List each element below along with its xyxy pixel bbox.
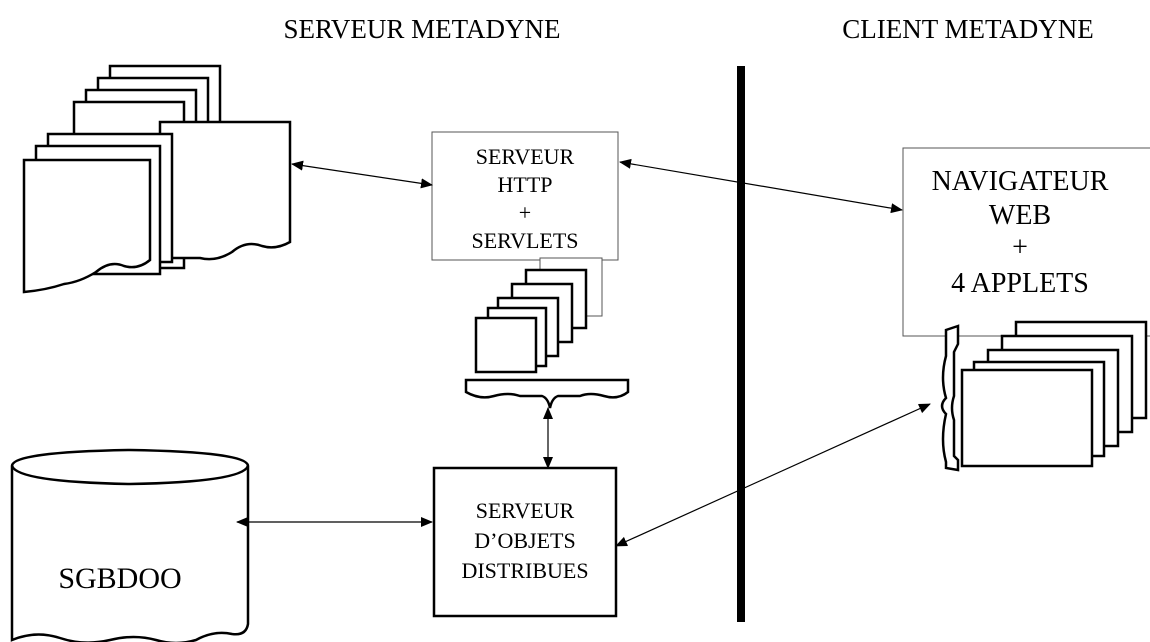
browser-line3: +	[1012, 232, 1028, 263]
object-server-box: SERVEUR D’OBJETS DISTRIBUES	[432, 466, 618, 618]
server-section-title: SERVEUR METADYNE	[284, 14, 561, 44]
http-server-line4: SERVLETS	[471, 228, 578, 253]
docs-http-arrow	[291, 160, 433, 189]
browser-line1: NAVIGATEUR	[932, 166, 1109, 197]
object-server-line3: DISTRIBUES	[461, 558, 588, 583]
applet-bracket-icon	[940, 324, 960, 472]
object-server-line2: D’OBJETS	[474, 528, 575, 553]
document-stack-icon	[22, 64, 292, 294]
servlet-stack-icon	[474, 257, 603, 374]
applet-stack-icon	[960, 320, 1148, 468]
http-server-box: SERVEUR HTTP + SERVLETS	[431, 131, 619, 261]
objectserver-applet-arrow	[615, 403, 931, 547]
http-server-line1: SERVEUR	[476, 144, 575, 169]
client-section-title: CLIENT METADYNE	[842, 14, 1094, 44]
servlet-bracket-icon	[464, 378, 630, 409]
http-server-line2: HTTP	[498, 172, 553, 197]
database-label: SGBDOO	[58, 562, 181, 595]
database-cylinder-icon: SGBDOO	[10, 448, 250, 642]
http-server-line3: +	[519, 200, 531, 225]
browser-line2: WEB	[989, 200, 1051, 231]
browser-line4: 4 APPLETS	[951, 268, 1089, 299]
object-server-line1: SERVEUR	[476, 498, 575, 523]
browser-box: NAVIGATEUR WEB + 4 APPLETS	[902, 147, 1150, 337]
http-browser-arrow	[619, 158, 903, 214]
